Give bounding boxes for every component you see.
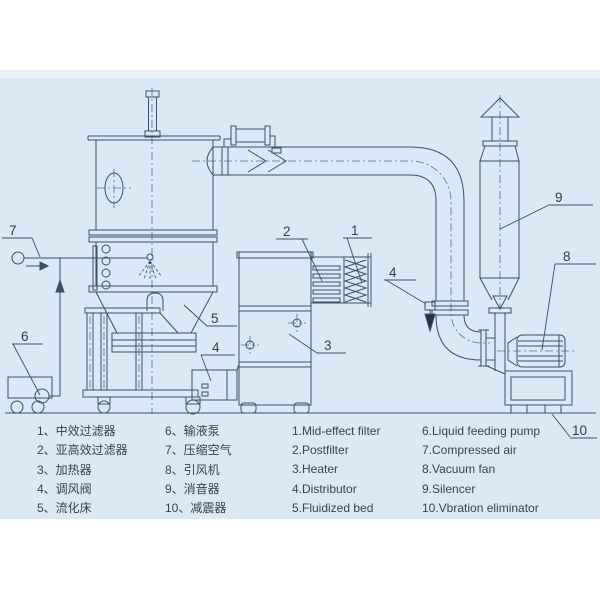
callout-4-right: 4 [389,265,397,280]
vibration-eliminator-right [544,404,562,414]
legend-english-col2: 6.Liquid feeding pump 7.Compressed air 8… [422,421,540,517]
legend-item: 4.Distributor [292,481,357,496]
callout-3: 3 [324,338,332,353]
filter-section [311,253,372,307]
legend-item: 5、流化床 [37,501,92,516]
support-trolley [82,307,201,415]
callout-2: 2 [283,224,291,239]
callout-numbers: 7 6 5 4 3 2 1 4 9 8 10 [9,190,587,438]
callout-7: 7 [9,223,17,238]
legend-item: 10、减震器 [165,501,227,516]
air-damper-valve [424,301,436,333]
callout-1: 1 [351,223,359,238]
callout-leaders [2,204,597,439]
legend-item: 2.Postfilter [292,442,349,457]
callout-6: 6 [21,329,29,344]
spray-nozzle [146,253,154,261]
callout-9: 9 [555,190,563,205]
flow-arrow-right [39,261,50,271]
vacuum-fan [486,334,573,414]
legend-item: 6、输液泵 [165,424,220,439]
liquid-feeding-pump [7,376,60,414]
discharge-dome [146,292,164,311]
legend-item: 1.Mid-effect filter [292,423,381,438]
legend-item: 6.Liquid feeding pump [422,423,541,438]
fan-motor [516,334,566,368]
legend-item: 1、中效过滤器 [37,424,116,439]
callout-5: 5 [211,311,219,326]
distributor-box [191,363,240,401]
flow-arrow-up [55,278,65,293]
legend-item: 8、引风机 [165,462,220,477]
legend-item: 9、消音器 [165,482,220,497]
sight-glass [104,172,124,204]
callout-4-left: 4 [212,340,220,355]
legend-english-col1: 1.Mid-effect filter 2.Postfilter 3.Heate… [292,421,380,517]
legend-item: 10.Vbration eliminator [422,500,539,515]
callout-8: 8 [563,249,571,264]
legend-item: 2、亚高效过滤器 [37,443,128,458]
callout-10: 10 [572,423,587,438]
legend-item: 3、加热器 [37,462,92,477]
legend-item: 7.Compressed air [422,442,517,457]
exhaust-duct [206,125,495,367]
legend-item: 3.Heater [292,462,339,477]
legend-chinese-col1: 1、中效过滤器 2、亚高效过滤器 3、加热器 4、调风阀 5、流化床 [37,421,128,517]
compressed-air-inlet [11,251,25,265]
legend-item: 9.Silencer [422,481,476,496]
legend-chinese-col2: 6、输液泵 7、压缩空气 8、引风机 9、消音器 10、减震器 [165,421,232,517]
legend-item: 4、调风阀 [37,482,92,497]
legend-item: 7、压缩空气 [165,443,232,458]
feed-piping [11,251,147,396]
legend-item: 8.Vacuum fan [422,462,496,477]
legend-item: 5.Fluidized bed [292,500,374,515]
heater-cabinet [236,251,314,414]
vibration-eliminator-left [510,404,528,414]
centerlines [89,88,574,414]
silencer [479,97,521,371]
fluid-bed-vessel [87,90,221,353]
pneumatic-actuator [223,125,282,154]
canvas-light-strip [0,70,600,78]
